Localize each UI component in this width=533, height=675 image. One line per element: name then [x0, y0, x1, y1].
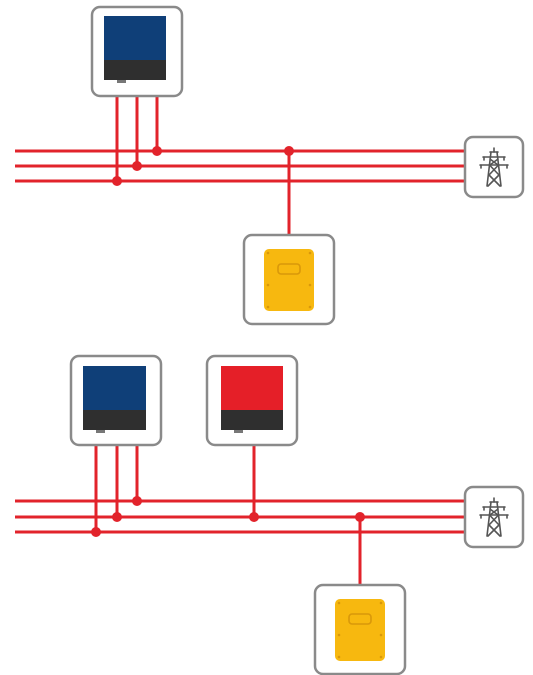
pv-inverter-icon: [205, 354, 299, 447]
junction-dot: [91, 527, 101, 537]
transmission-tower-icon: [463, 485, 525, 549]
battery-body: [264, 249, 314, 311]
system-2: [15, 354, 525, 675]
junction-dot: [132, 496, 142, 506]
junction-dot: [152, 146, 162, 156]
junction-dot: [132, 161, 142, 171]
pv-inverter-icon: [69, 354, 163, 447]
battery-inverter-icon: [313, 583, 407, 675]
junction-dot: [284, 146, 294, 156]
battery-inverter-icon: [242, 233, 336, 326]
tower-glyph: [479, 147, 509, 187]
junction-dot: [355, 512, 365, 522]
junction-dot: [249, 512, 259, 522]
tower-glyph: [479, 497, 509, 537]
bus-bars-2: [15, 499, 465, 534]
pv-inverter-icon: [90, 5, 184, 98]
junctions-2: [91, 496, 365, 537]
inverter-drops-2: [94, 445, 362, 585]
junction-dot: [112, 512, 122, 522]
bus-bars-1: [15, 149, 465, 183]
junction-dot: [112, 176, 122, 186]
junctions-1: [112, 146, 294, 186]
battery-body: [335, 599, 385, 661]
system-1: [15, 5, 525, 326]
transmission-tower-icon: [463, 135, 525, 199]
inverter-drops-1: [115, 95, 291, 235]
